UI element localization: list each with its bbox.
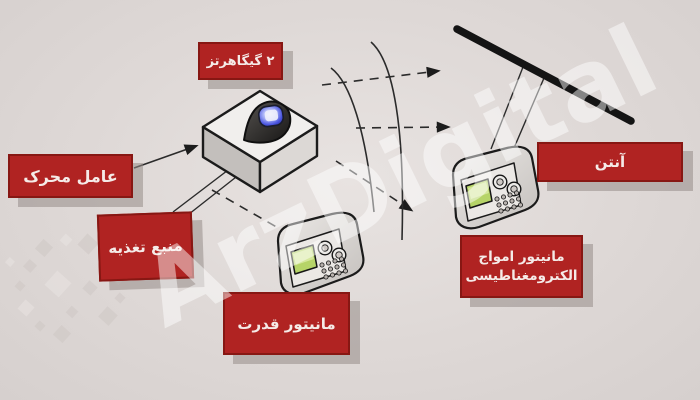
power-supply-label: منبع تغذیه [96,211,195,282]
em-monitor-label-line2: الکترومغناطیسی [465,267,578,284]
wavefront-arc-1 [330,67,375,213]
wavefront-arc-2 [370,41,404,241]
transmitter-device [201,89,319,194]
frequency-label-text: ۲ گیگاهرتز [206,53,275,69]
em-monitor-device [451,145,540,230]
antenna-icon [453,25,635,125]
antenna-label-text: آنتن [594,153,626,171]
rf-wave-arrow-top [321,66,441,86]
actuator-arrow [133,144,199,169]
rf-wave-arrow-middle [355,121,451,133]
actuator-label: عامل محرک [8,154,133,198]
dashed-link-power-monitor [211,189,281,230]
em-monitor-label: مانیتور امواج الکترومغناطیسی [460,235,583,298]
power-monitor-label: مانیتور قدرت [223,292,350,355]
antenna-label: آنتن [537,142,683,182]
em-monitor-label-line1: مانیتور امواج [478,248,565,265]
antenna-feed-wire-2 [513,77,545,149]
actuator-label-text: عامل محرک [23,166,118,186]
antenna-feed-wire-1 [490,66,524,150]
power-monitor-label-text: مانیتور قدرت [237,314,336,333]
power-monitor-device [276,211,365,296]
power-supply-label-text: منبع تغذیه [107,236,184,257]
frequency-label: ۲ گیگاهرتز [198,42,283,80]
power-supply-wire-2 [183,169,246,219]
